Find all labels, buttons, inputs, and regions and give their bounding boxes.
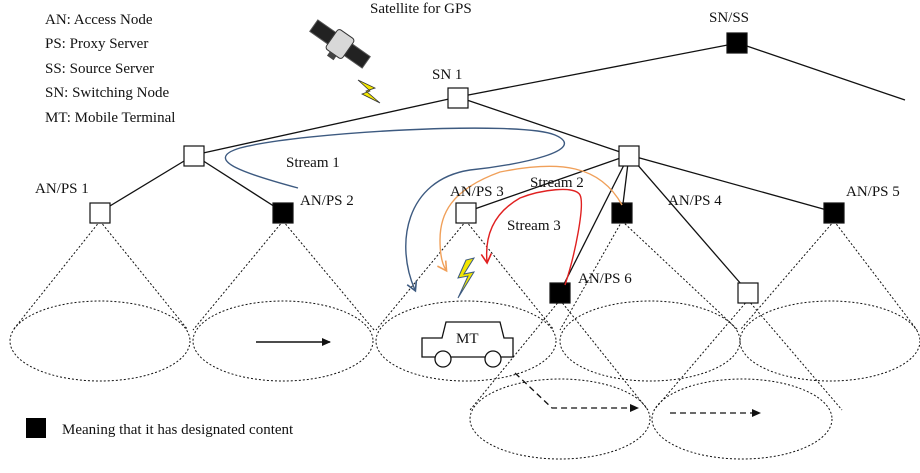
node-sn1	[447, 87, 469, 109]
cone-an7-right	[747, 299, 843, 411]
label-an-ps-3: AN/PS 3	[450, 184, 504, 200]
cone-an7-left	[653, 299, 749, 411]
node-an-ps-2	[272, 202, 294, 224]
definition-ps: PS: Proxy Server	[45, 36, 148, 52]
link-snss-sn1	[457, 42, 739, 98]
car-body	[421, 321, 514, 358]
cone-an4-left	[559, 220, 623, 331]
label-an-ps-2: AN/PS 2	[300, 193, 354, 209]
definitions-legend: AN: Access Node PS: Proxy Server SS: Sou…	[45, 12, 175, 126]
stream-1-path	[224, 127, 565, 293]
label-stream-1: Stream 1	[286, 155, 340, 171]
node-an-ps-3	[455, 202, 477, 224]
link-left-an1	[99, 154, 195, 213]
cone-an3-left	[375, 220, 467, 331]
cell-an1	[9, 300, 191, 382]
movement-arrow-dashed-1	[514, 372, 639, 412]
cone-an5-left	[739, 220, 835, 331]
lightning-icon-mt	[457, 257, 476, 299]
cone-an6-right	[559, 299, 649, 411]
coverage-cells	[9, 300, 920, 460]
label-an-ps-6: AN/PS 6	[578, 271, 632, 287]
label-sn-ss: SN/SS	[709, 10, 749, 26]
cell-an2	[192, 300, 374, 382]
label-stream-2: Stream 2	[530, 175, 584, 191]
mobile-terminal-icon	[421, 321, 514, 368]
node-switch-left	[183, 145, 205, 167]
cone-an1-left	[12, 220, 101, 331]
node-an-ps-4	[611, 202, 633, 224]
link-sn1-left	[193, 96, 459, 156]
designated-content-swatch	[26, 418, 46, 438]
link-sn1-right	[457, 96, 630, 156]
cell-an4	[559, 300, 741, 382]
link-left-an2	[193, 154, 284, 213]
node-sn-ss	[726, 32, 748, 54]
cone-an4-right	[621, 220, 739, 331]
definition-sn: SN: Switching Node	[45, 85, 170, 101]
satellite-icon	[309, 19, 371, 69]
designated-content-text: Meaning that it has designated content	[62, 422, 294, 438]
satellite-label: Satellite for GPS	[370, 1, 472, 17]
node-switch-right	[618, 145, 640, 167]
definition-ss: SS: Source Server	[45, 61, 154, 77]
link-snss-right	[737, 42, 906, 101]
label-an-ps-4: AN/PS 4	[668, 193, 722, 209]
cone-an3-right	[465, 220, 555, 331]
cone-an2-left	[192, 220, 284, 331]
stream-3-path	[480, 188, 583, 286]
lightning-icon-satellite	[357, 79, 381, 104]
tree-links	[99, 42, 906, 293]
label-sn1: SN 1	[432, 67, 462, 83]
stream-2-path	[437, 165, 623, 273]
label-mt: MT	[456, 331, 479, 347]
nodes	[89, 32, 845, 304]
cone-an2-right	[282, 220, 375, 331]
label-an-ps-5: AN/PS 5	[846, 184, 900, 200]
cell-an3	[375, 300, 557, 382]
car-wheel-right	[484, 350, 502, 368]
definition-an: AN: Access Node	[45, 12, 153, 28]
label-stream-3: Stream 3	[507, 218, 561, 234]
cell-an6	[469, 378, 651, 460]
node-an-ps-5	[823, 202, 845, 224]
link-right-an3	[465, 154, 630, 213]
definition-mt: MT: Mobile Terminal	[45, 110, 175, 126]
cone-an5-right	[833, 220, 918, 331]
node-an-ps-6	[549, 282, 571, 304]
cell-an5	[739, 300, 920, 382]
node-an-ps-1	[89, 202, 111, 224]
label-an-ps-1: AN/PS 1	[35, 181, 89, 197]
cone-an1-right	[99, 220, 189, 331]
node-an-7	[737, 282, 759, 304]
link-right-an7	[628, 154, 749, 293]
streams	[224, 127, 623, 293]
cell-an7	[651, 378, 833, 460]
link-right-an5	[628, 154, 835, 213]
car-wheel-left	[434, 350, 452, 368]
link-right-an6	[559, 154, 630, 293]
coverage-cones	[12, 220, 918, 411]
